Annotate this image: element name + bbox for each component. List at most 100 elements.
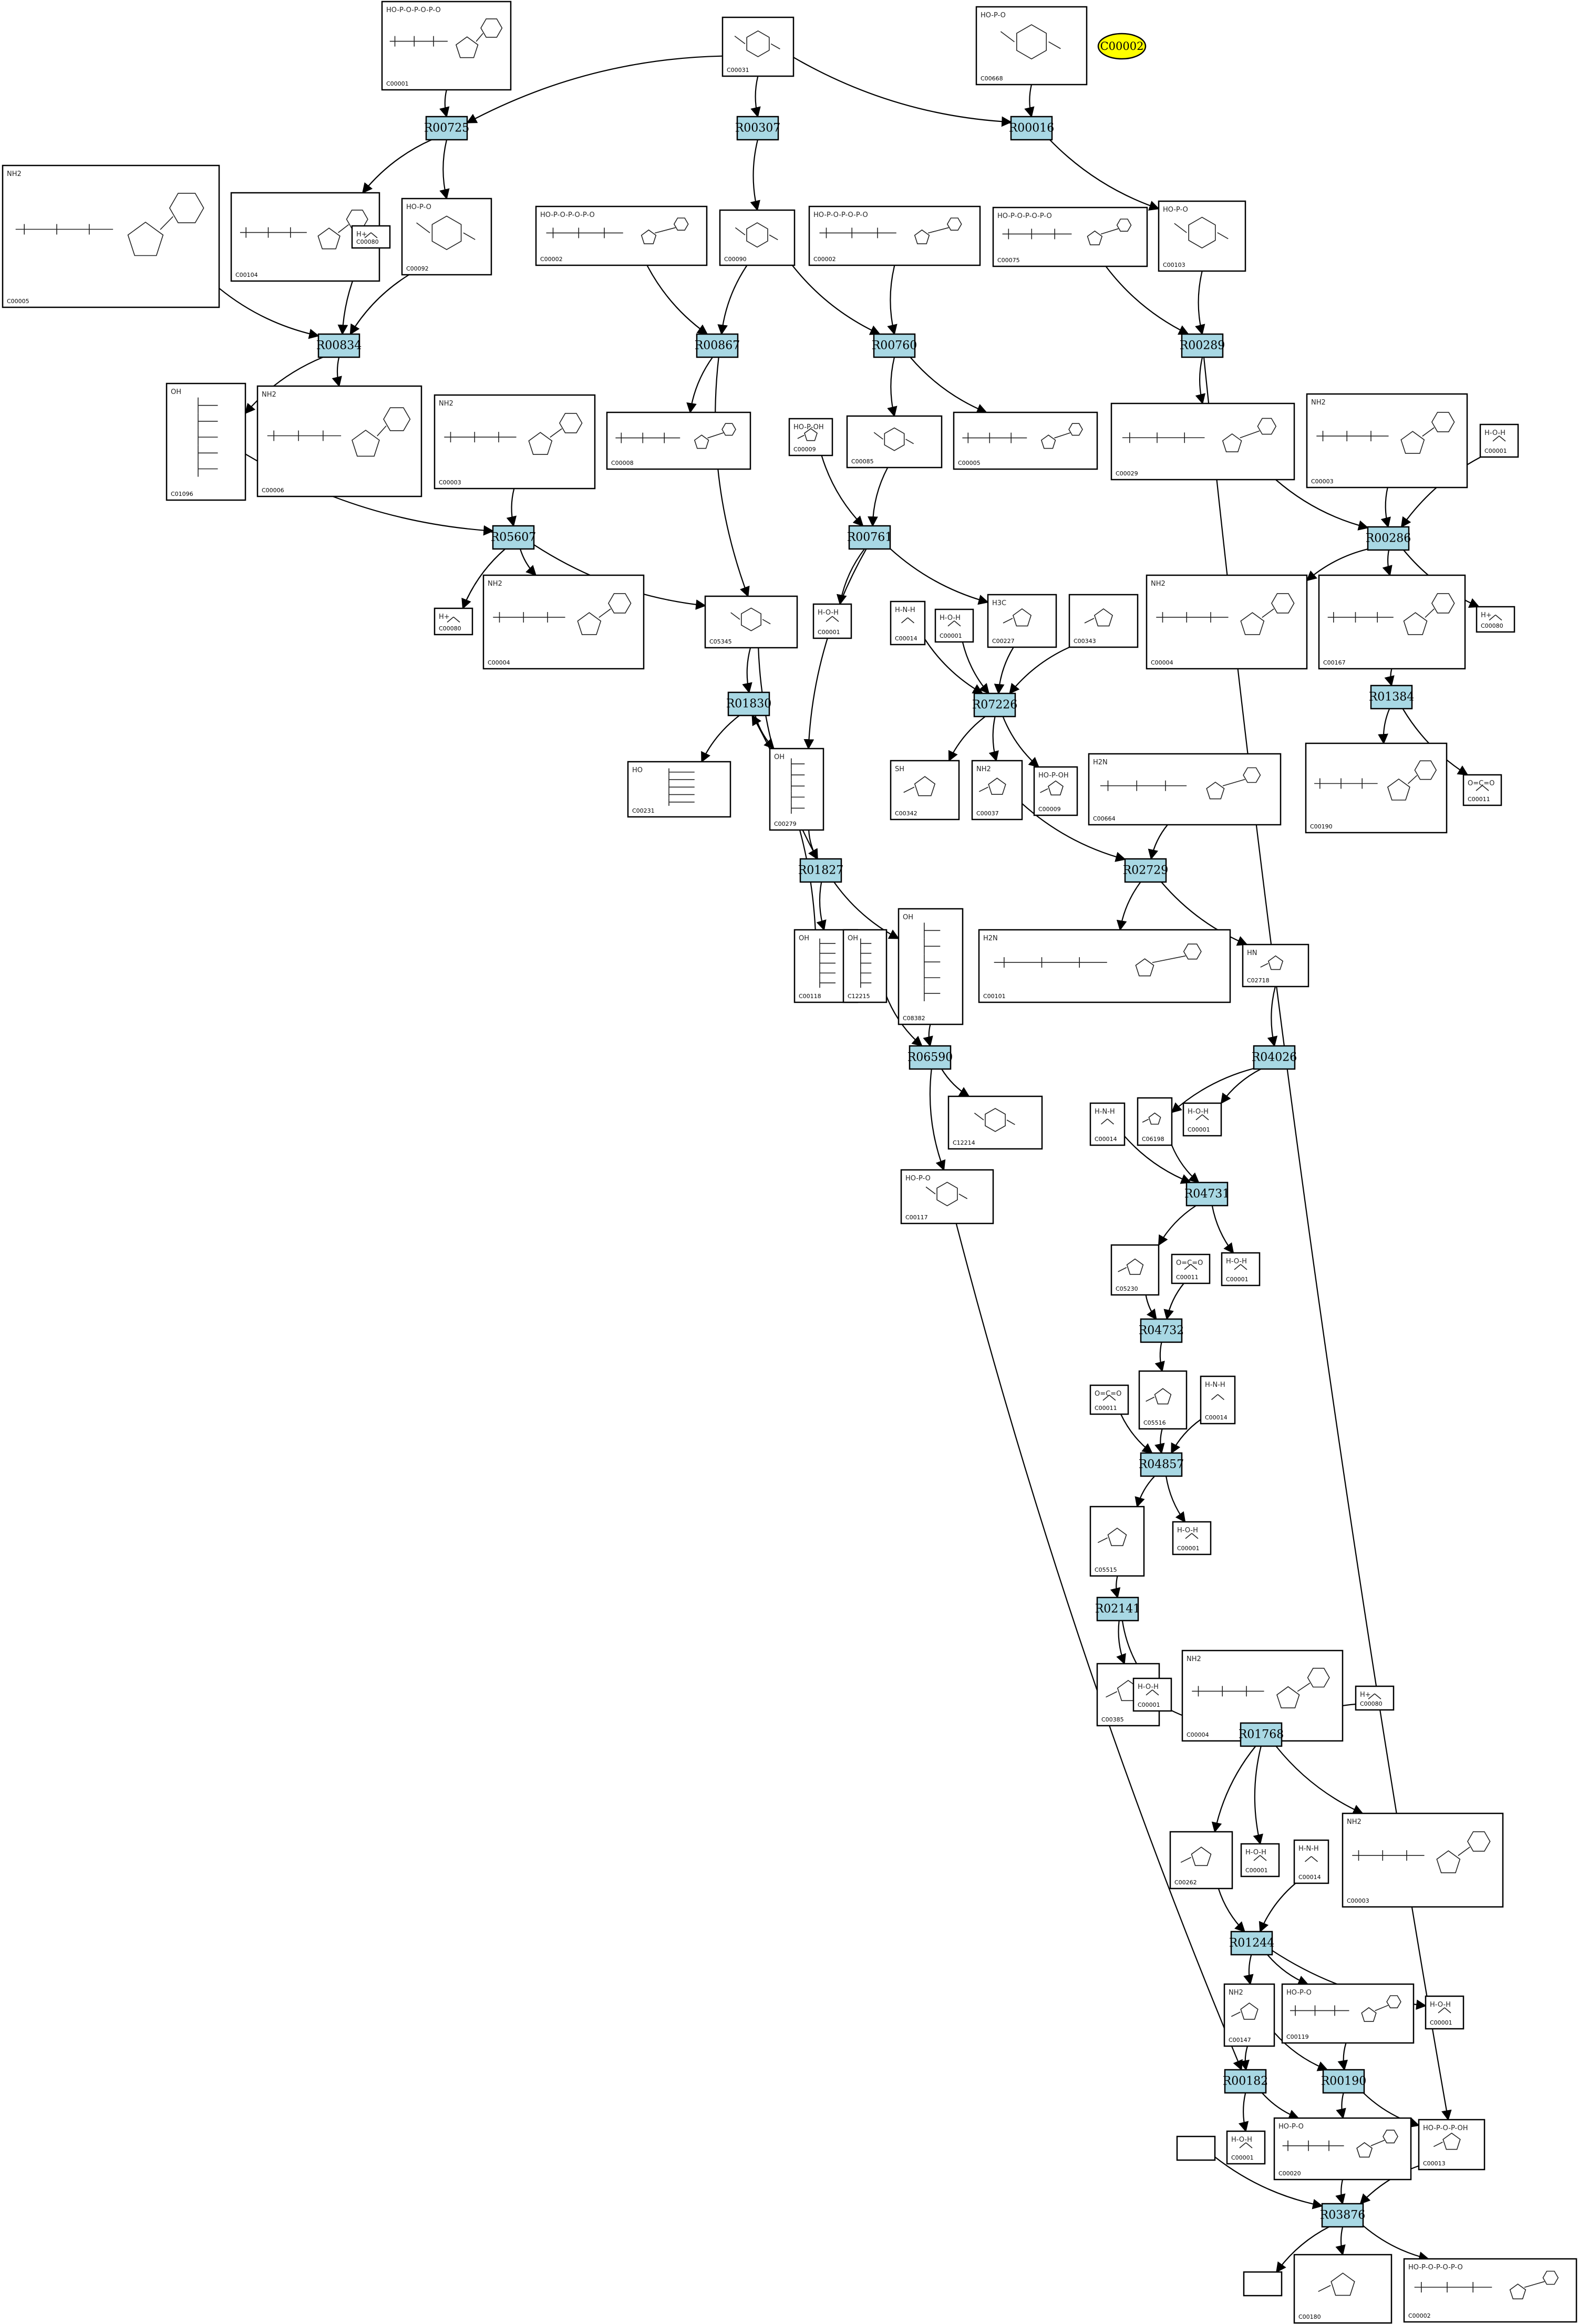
compound-box[interactable] xyxy=(1342,1812,1504,1908)
compound-C00080d[interactable]: H+C00080 xyxy=(1355,1685,1395,1711)
compound-C00190[interactable]: C00190 xyxy=(1305,742,1448,834)
compound-C00090[interactable]: C00090 xyxy=(719,209,796,266)
compound-C00080c[interactable]: H+C00080 xyxy=(1476,606,1515,633)
reaction-R00289[interactable]: R00289 xyxy=(1180,333,1225,358)
reaction-R00867[interactable]: R00867 xyxy=(695,333,740,358)
reaction-node[interactable] xyxy=(736,116,779,141)
reaction-node[interactable] xyxy=(1124,858,1167,883)
compound-box[interactable] xyxy=(1418,2119,1486,2171)
compound-box[interactable] xyxy=(535,205,708,266)
compound-box[interactable] xyxy=(627,761,731,818)
compound-C00080b[interactable]: H+C00080 xyxy=(434,607,473,636)
reaction-R04026[interactable]: R04026 xyxy=(1252,1045,1297,1070)
reaction-R04857[interactable]: R04857 xyxy=(1139,1452,1184,1477)
reaction-R06590[interactable]: R06590 xyxy=(907,1045,953,1070)
compound-box[interactable] xyxy=(1089,1506,1145,1577)
compound-C05516[interactable]: C05516 xyxy=(1138,1370,1188,1430)
compound-box[interactable] xyxy=(434,394,596,490)
compound-box[interactable] xyxy=(1182,1102,1222,1137)
reaction-node[interactable] xyxy=(1010,116,1053,141)
compound-box[interactable] xyxy=(1089,1102,1126,1146)
compound-C05345[interactable]: C05345 xyxy=(704,595,798,649)
compound-box[interactable] xyxy=(934,608,974,643)
reaction-node[interactable] xyxy=(492,525,535,550)
compound-box[interactable] xyxy=(1138,1370,1188,1430)
reaction-node[interactable] xyxy=(1096,1596,1139,1622)
reaction-R00182[interactable]: R00182 xyxy=(1223,2069,1268,2094)
compound-box[interactable] xyxy=(606,411,751,470)
reaction-node[interactable] xyxy=(317,333,360,358)
reaction-R01768[interactable]: R01768 xyxy=(1239,1722,1284,1747)
compound-C00180[interactable]: C00180 xyxy=(1293,2254,1393,2324)
compound-box[interactable] xyxy=(1318,574,1466,670)
compound-box[interactable] xyxy=(947,1095,1043,1150)
reaction-node[interactable] xyxy=(425,116,468,141)
reaction-node[interactable] xyxy=(1253,1045,1296,1070)
reaction-node[interactable] xyxy=(909,1045,952,1070)
reaction-node[interactable] xyxy=(1140,1452,1183,1477)
compound-box[interactable] xyxy=(1273,2117,1412,2181)
reaction-R02141[interactable]: R02141 xyxy=(1095,1596,1141,1622)
reaction-R02729[interactable]: R02729 xyxy=(1123,858,1169,883)
compound-C00262[interactable]: C00262 xyxy=(1169,1831,1233,1890)
compound-box[interactable] xyxy=(1462,774,1502,806)
compound-CEMPTY2[interactable] xyxy=(1243,2271,1283,2297)
compound-box[interactable] xyxy=(1479,423,1519,458)
compound-C00005b[interactable]: C00005 xyxy=(953,411,1098,470)
compound-box[interactable] xyxy=(1293,2254,1393,2324)
compound-box[interactable] xyxy=(1306,393,1468,489)
compound-box[interactable] xyxy=(1476,606,1515,633)
compound-box[interactable] xyxy=(1110,1244,1160,1296)
compound-box[interactable] xyxy=(900,1169,994,1225)
compound-box[interactable] xyxy=(381,1,512,91)
compound-box[interactable] xyxy=(975,6,1088,86)
compound-box[interactable] xyxy=(808,205,981,266)
reaction-node[interactable] xyxy=(1240,1722,1283,1747)
compound-box[interactable] xyxy=(1221,1252,1261,1286)
reaction-node[interactable] xyxy=(1185,1181,1229,1207)
reaction-node[interactable] xyxy=(1367,526,1410,551)
reaction-node[interactable] xyxy=(848,525,891,550)
compound-box[interactable] xyxy=(1171,1253,1211,1284)
compound-box[interactable] xyxy=(1425,1995,1464,2030)
reaction-R05607[interactable]: R05607 xyxy=(491,525,537,550)
reaction-R00725[interactable]: R00725 xyxy=(424,116,470,141)
highlighted-compound-node[interactable] xyxy=(1097,33,1147,60)
reaction-R00761[interactable]: R00761 xyxy=(847,525,893,550)
compound-C12214[interactable]: C12214 xyxy=(947,1095,1043,1150)
compound-box[interactable] xyxy=(721,16,795,77)
compound-box[interactable] xyxy=(1132,1677,1172,1712)
reaction-node[interactable] xyxy=(1140,1318,1183,1343)
compound-box[interactable] xyxy=(256,385,422,497)
compound-box[interactable] xyxy=(166,382,246,501)
compound-box[interactable] xyxy=(1068,594,1139,648)
compound-box[interactable] xyxy=(898,908,964,1025)
reaction-node[interactable] xyxy=(1224,2069,1267,2094)
compound-box[interactable] xyxy=(1223,1983,1275,2047)
